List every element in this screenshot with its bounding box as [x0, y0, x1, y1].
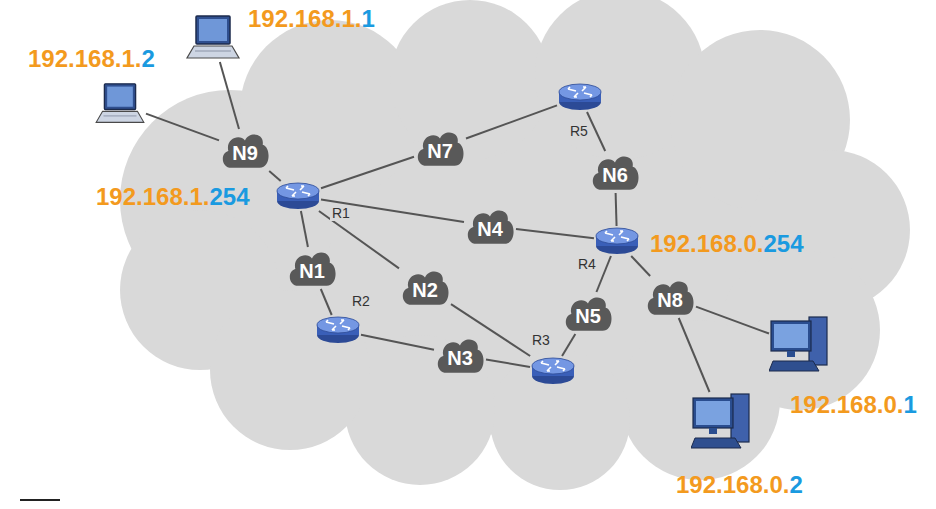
network-label: N2: [412, 280, 438, 300]
router-name: R2: [350, 294, 372, 309]
network-link: [220, 62, 239, 129]
network-link: [696, 307, 769, 334]
corner-mark: [20, 499, 60, 501]
network-link: [146, 114, 219, 141]
router-name: R5: [568, 124, 590, 139]
ip-address: 192.168.1.254: [96, 184, 249, 210]
ip-address: 192.168.1.1: [248, 6, 375, 32]
network-cloud: N7: [414, 127, 466, 169]
router-icon: R3: [530, 356, 576, 386]
network-label: N3: [447, 348, 473, 368]
network-label: N9: [232, 143, 258, 163]
network-label: N7: [427, 141, 453, 161]
network-link: [321, 289, 332, 315]
ip-address: 192.168.0.254: [650, 231, 803, 257]
network-link: [631, 256, 650, 276]
router-icon-shape: [315, 315, 361, 345]
ip-host-part: 254: [763, 230, 803, 257]
laptop-host: 192.168.1.1: [185, 14, 241, 62]
network-cloud: N6: [589, 151, 641, 193]
router-icon-shape: [594, 226, 640, 256]
network-cloud: N4: [464, 205, 516, 247]
network-link: [562, 334, 575, 356]
network-label: N6: [602, 165, 628, 185]
desktop-host-shape: [691, 392, 753, 452]
network-link: [321, 157, 414, 188]
ip-prefix: 192.168.0.: [790, 391, 903, 418]
ip-address: 192.168.0.1: [790, 392, 917, 418]
ip-prefix: 192.168.1.: [96, 183, 209, 210]
ip-prefix: 192.168.1.: [28, 45, 141, 72]
router-icon: R2: [315, 315, 361, 345]
ip-host-part: 1: [361, 5, 374, 32]
network-link: [486, 359, 530, 367]
ip-address: 192.168.0.2: [676, 472, 803, 498]
router-icon: R5: [557, 82, 603, 112]
ip-prefix: 192.168.0.: [676, 471, 789, 498]
network-cloud: N1: [286, 247, 338, 289]
network-link: [615, 193, 618, 226]
network-link: [301, 211, 308, 247]
laptop-host: 192.168.1.2: [94, 82, 146, 126]
router-icon: R1192.168.1.254: [275, 181, 321, 211]
desktop-host-shape: [769, 315, 831, 375]
router-name: R4: [576, 257, 598, 272]
network-label: N8: [657, 290, 683, 310]
network-label: N1: [299, 261, 325, 281]
ip-prefix: 192.168.1.: [248, 5, 361, 32]
ip-host-part: 2: [141, 45, 154, 72]
router-name: R3: [530, 333, 552, 348]
network-cloud: N2: [399, 266, 451, 308]
ip-address: 192.168.1.2: [28, 46, 155, 72]
ip-prefix: 192.168.0.: [650, 230, 763, 257]
router-name: R1: [330, 206, 352, 221]
ip-host-part: 1: [903, 391, 916, 418]
network-link: [361, 335, 434, 350]
network-link: [596, 256, 611, 292]
router-icon-shape: [530, 356, 576, 386]
network-cloud: N8: [644, 276, 696, 318]
desktop-host: 192.168.0.1: [769, 315, 831, 375]
desktop-host: 192.168.0.2: [691, 392, 753, 452]
laptop-host-shape: [94, 82, 146, 126]
network-cloud: N5: [562, 292, 614, 334]
laptop-host-shape: [185, 14, 241, 62]
network-label: N5: [575, 306, 601, 326]
network-cloud: N3: [434, 334, 486, 376]
cloud-background: [120, 0, 910, 490]
network-label: N4: [477, 219, 503, 239]
network-link: [269, 171, 281, 181]
ip-host-part: 254: [209, 183, 249, 210]
ip-host-part: 2: [789, 471, 802, 498]
network-link: [321, 200, 464, 222]
router-icon: R4192.168.0.254: [594, 226, 640, 256]
network-cloud: N9: [219, 129, 271, 171]
network-link: [466, 105, 557, 138]
router-icon-shape: [275, 181, 321, 211]
network-link: [516, 229, 594, 238]
router-icon-shape: [557, 82, 603, 112]
network-link: [679, 318, 710, 392]
